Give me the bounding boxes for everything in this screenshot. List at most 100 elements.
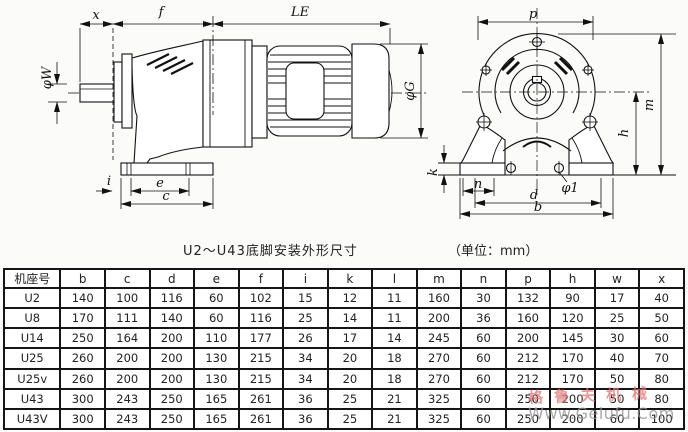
dimension-cell: 200 [148, 327, 196, 350]
gear-housing [131, 40, 204, 164]
column-header-e: e [193, 268, 240, 289]
column-header-p: p [504, 268, 552, 289]
dim-label-phi-w: φW [40, 65, 55, 89]
belly-arc [502, 137, 572, 152]
column-header-l: l [371, 268, 418, 289]
dimension-cell: 60 [193, 286, 240, 310]
dimension-cell: 14 [326, 307, 374, 330]
dimension-cell: 170 [59, 307, 106, 330]
column-header-h: h [549, 268, 596, 289]
dimension-cell: 120 [549, 307, 596, 330]
dimension-cell: 245 [415, 327, 463, 350]
dimension-cell: 165 [193, 407, 240, 431]
dimension-cell: 80 [638, 387, 685, 410]
dimension-cell: 34 [282, 347, 329, 370]
frame-model-cell: U8 [2, 307, 62, 330]
dimension-cell: 170 [549, 367, 596, 390]
dimension-cell: 215 [237, 347, 285, 370]
dimension-cell: 60 [460, 407, 507, 431]
column-header-b: b [59, 268, 106, 289]
dimension-cell: 21 [371, 387, 418, 410]
dimension-cell: 130 [193, 347, 240, 370]
dimension-cell: 160 [415, 286, 463, 310]
dimension-cell: 300 [59, 407, 106, 431]
dimension-cell: 325 [415, 407, 463, 431]
dimension-cell: 325 [415, 387, 463, 410]
dimension-cell: 50 [593, 387, 641, 410]
column-header-m: m [415, 268, 463, 289]
side-bolts [480, 64, 594, 76]
side-view-dimensions [48, 16, 428, 209]
column-header-w: w [593, 268, 641, 289]
dimension-cell: 60 [460, 347, 507, 370]
dimension-cell: 40 [638, 286, 685, 310]
dimension-cell: 177 [237, 327, 285, 350]
drawing-caption: U2～U43底脚安装外形尺寸 [183, 244, 358, 259]
dimension-cell: 250 [504, 407, 552, 431]
column-header-i: i [282, 268, 329, 289]
dim-label-e: e [156, 176, 164, 191]
terminal-box [285, 62, 325, 120]
dimension-cell: 60 [460, 387, 507, 410]
foot-holes [505, 161, 565, 175]
frame-model-cell: U43 [2, 387, 62, 410]
dimension-cell: 130 [193, 367, 240, 390]
dim-label-n: n [474, 177, 482, 192]
dimension-cell: 200 [148, 347, 196, 370]
column-header-k: k [326, 268, 374, 289]
diagonal-lugs [500, 56, 574, 76]
dimension-cell: 25 [282, 307, 329, 330]
dimension-cell: 170 [549, 347, 596, 370]
side-view-drawing: x f LE φW i e c φG [40, 5, 428, 209]
dimension-cell: 12 [326, 286, 374, 310]
frame-model-cell: U14 [2, 327, 62, 350]
dimension-cell: 25 [593, 307, 641, 330]
dimension-cell: 15 [282, 286, 329, 310]
motor-flange [251, 45, 268, 139]
dimension-cell: 116 [148, 286, 196, 310]
output-shaft [79, 83, 118, 103]
dimension-cell: 250 [504, 387, 552, 410]
dimension-cell: 25 [326, 407, 374, 431]
dimension-cell: 140 [148, 307, 196, 330]
dimension-cell: 100 [638, 407, 685, 431]
dimension-cell: 50 [593, 367, 641, 390]
dimension-cell: 250 [148, 387, 196, 410]
dimension-cell: 100 [103, 286, 151, 310]
dimension-cell: 11 [371, 307, 418, 330]
dimension-cell: 11 [371, 286, 418, 310]
dimension-cell: 14 [371, 327, 418, 350]
dimension-cell: 160 [504, 307, 552, 330]
dimension-cell: 25 [326, 387, 374, 410]
dimension-cell: 30 [460, 286, 507, 310]
dimension-cell: 40 [593, 347, 641, 370]
dimension-cell: 70 [638, 347, 685, 370]
dimension-cell: 200 [504, 327, 552, 350]
dimension-cell: 36 [282, 407, 329, 431]
dimension-cell: 34 [282, 367, 329, 390]
shaft-flange [113, 61, 123, 123]
front-right-pad [568, 162, 614, 176]
dimension-cell: 17 [326, 327, 374, 350]
dim-label-p: p [529, 7, 538, 22]
dimension-cell: 111 [103, 307, 151, 330]
frame-model-cell: U2 [2, 286, 62, 310]
dimension-cell: 50 [638, 307, 685, 330]
dimension-cell: 60 [460, 327, 507, 350]
dim-label-le: LE [290, 5, 310, 20]
column-header-d: d [148, 268, 196, 289]
dim-label-h: h [617, 129, 632, 137]
dim-label-f: f [158, 5, 166, 20]
dimension-cell: 200 [415, 307, 463, 330]
dimension-cell: 20 [326, 367, 374, 390]
column-header-f: f [237, 268, 285, 289]
technical-drawings: x f LE φW i e c φG [40, 5, 676, 219]
dimension-cell: 102 [237, 286, 285, 310]
dimension-cell: 164 [103, 327, 151, 350]
dimension-cell: 140 [59, 286, 106, 310]
